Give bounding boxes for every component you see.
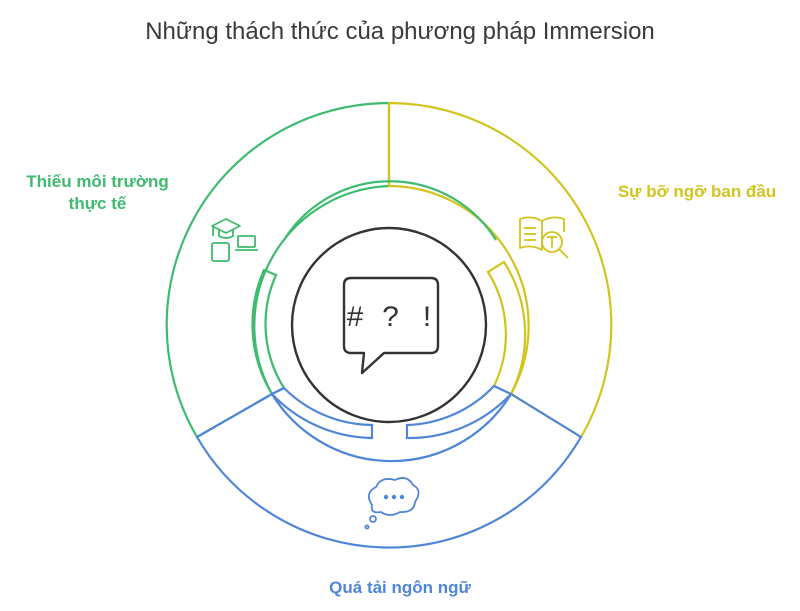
inner-arc-overload-right [405, 384, 513, 440]
center-circle [290, 226, 488, 424]
inner-ring [251, 180, 527, 440]
segment-label-confusion: Sự bỡ ngỡ ban đầu [617, 182, 777, 201]
outer-arc-environment [165, 101, 391, 439]
inner-arc-environment-top [283, 180, 497, 241]
book-search-icon [519, 216, 569, 259]
speech-bubble-icon [342, 276, 440, 375]
inner-arc-overload-left [270, 386, 374, 440]
center-symbol: # ? ! [346, 302, 436, 336]
education-devices-icon [211, 218, 258, 262]
segment-label-overload: Quá tải ngôn ngữ [329, 578, 471, 597]
outer-arc-overload [195, 392, 583, 549]
inner-arc-confusion [486, 260, 527, 396]
thought-bubble-icon [364, 476, 420, 530]
diagram-title: Những thách thức của phương pháp Immersi… [145, 18, 655, 45]
inner-arc-environment-side [251, 268, 286, 396]
